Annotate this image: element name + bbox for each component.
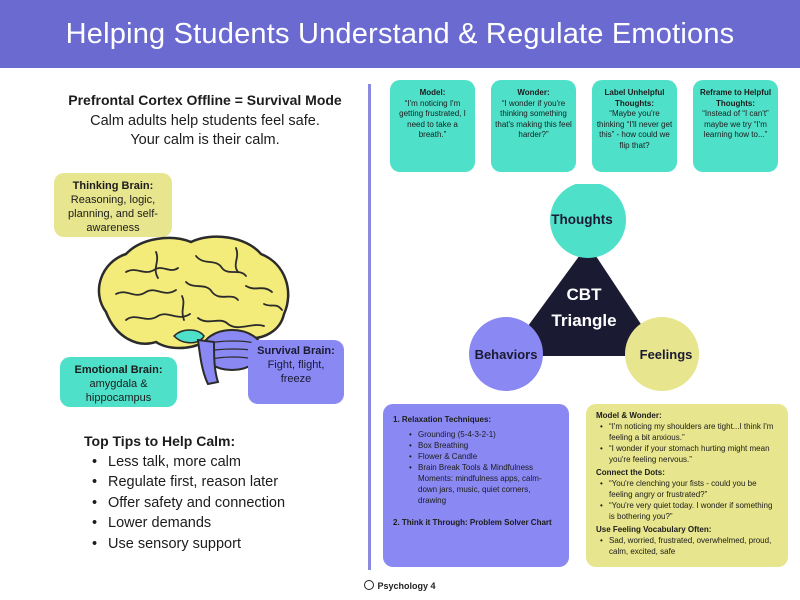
think-it-through-title: 2. Think it Through: Problem Solver Char… [393, 518, 552, 527]
behaviors-label: Behaviors [475, 347, 538, 362]
relaxation-item: Box Breathing [409, 440, 559, 451]
relaxation-list: Grounding (5-4-3-2-1) Box Breathing Flow… [409, 429, 559, 506]
feeling-vocab-list: Sad, worried, frustrated, overwhelmed, p… [600, 535, 778, 557]
model-wonder-list: “I'm noticing my shoulders are tight...I… [600, 421, 778, 465]
brainstem-icon [196, 338, 220, 386]
page-title: Helping Students Understand & Regulate E… [65, 18, 735, 50]
model-wonder-title: Model & Wonder: [596, 411, 662, 420]
brand-logo-icon [364, 580, 375, 590]
card-label-title: Label Unhelpful Thoughts: [604, 88, 665, 108]
emotional-brain-title: Emotional Brain: [74, 364, 163, 376]
tips-title: Top Tips to Help Calm: [84, 433, 236, 449]
model-wonder-item: “I'm noticing my shoulders are tight...I… [600, 421, 778, 443]
model-wonder-item: “I wonder if your stomach hurting might … [600, 443, 778, 465]
footer: Psychology 4 [0, 580, 800, 591]
cerebrum-icon [97, 235, 290, 350]
relaxation-item: Flower & Candle [409, 451, 559, 462]
tip-item: Less talk, more calm [92, 452, 285, 473]
survival-brain-body: Fight, flight, freeze [267, 359, 325, 385]
relaxation-panel: 1. Relaxation Techniques: Grounding (5-4… [383, 404, 569, 567]
limbic-icon [172, 329, 205, 344]
feelings-label: Feelings [640, 347, 693, 362]
card-reframe: Reframe to Helpful Thoughts: “Instead of… [693, 80, 778, 172]
cbt-center-line2: Triangle [551, 311, 616, 330]
card-wonder-body: “I wonder if you're thinking something t… [495, 98, 572, 140]
connect-dots-item: “You're very quiet today. I wonder if so… [600, 500, 778, 522]
thinking-brain-title: Thinking Brain: [72, 180, 154, 192]
footer-brand: Psychology 4 [377, 581, 436, 591]
header-banner: Helping Students Understand & Regulate E… [0, 0, 800, 68]
vertical-divider [368, 84, 371, 570]
left-heading-block: Prefrontal Cortex Offline = Survival Mod… [40, 92, 370, 150]
tips-list: Less talk, more calm Regulate first, rea… [92, 452, 285, 554]
survival-brain-title: Survival Brain: [257, 345, 335, 357]
card-label-unhelpful: Label Unhelpful Thoughts: “Maybe you're … [592, 80, 677, 172]
card-model-body: “I'm noticing I'm getting frustrated, I … [399, 98, 466, 140]
card-reframe-title: Reframe to Helpful Thoughts: [699, 88, 772, 108]
card-label-body: “Maybe you're thinking “I'll never get t… [596, 109, 673, 150]
survival-brain-box: Survival Brain: Fight, flight, freeze [248, 340, 344, 404]
connect-dots-title: Connect the Dots: [596, 468, 665, 477]
tip-item: Offer safety and connection [92, 493, 285, 514]
feeling-vocab-item: Sad, worried, frustrated, overwhelmed, p… [600, 535, 778, 557]
card-model: Model: “I'm noticing I'm getting frustra… [390, 80, 475, 172]
tip-item: Lower demands [92, 513, 285, 534]
card-model-title: Model: [419, 88, 446, 97]
thoughts-label: Thoughts [551, 212, 612, 227]
model-wonder-panel: Model & Wonder: “I'm noticing my shoulde… [586, 404, 788, 567]
feeling-vocab-title: Use Feeling Vocabulary Often: [596, 525, 712, 534]
cbt-center-line1: CBT [567, 285, 603, 304]
tip-item: Use sensory support [92, 534, 285, 555]
relaxation-title: 1. Relaxation Techniques: [393, 415, 492, 424]
relaxation-item: Brain Break Tools & Mindfulness Moments:… [409, 462, 559, 506]
tip-item: Regulate first, reason later [92, 472, 285, 493]
card-wonder: Wonder: “I wonder if you're thinking som… [491, 80, 576, 172]
thoughts-circle [550, 184, 626, 258]
behaviors-circle [469, 317, 543, 391]
connect-dots-list: “You're clenching your fists - could you… [600, 478, 778, 522]
relaxation-item: Grounding (5-4-3-2-1) [409, 429, 559, 440]
card-wonder-title: Wonder: [517, 88, 550, 97]
brain-illustration [97, 235, 290, 386]
thinking-brain-box: Thinking Brain: Reasoning, logic, planni… [54, 173, 172, 237]
feelings-circle [625, 317, 699, 391]
prefrontal-heading: Prefrontal Cortex Offline = Survival Mod… [68, 92, 342, 108]
triangle-shape [506, 244, 662, 356]
calm-adults-line: Calm adults help students feel safe. [90, 113, 320, 129]
card-reframe-body: “Instead of “I can't” maybe we try “I'm … [702, 109, 769, 139]
emotional-brain-box: Emotional Brain: amygdala & hippocampus [60, 357, 177, 407]
thinking-brain-body: Reasoning, logic, planning, and self-awa… [68, 194, 158, 234]
cbt-triangle-diagram: CBT Triangle Thoughts Behaviors Feelings [469, 184, 699, 391]
your-calm-line: Your calm is their calm. [130, 132, 280, 148]
connect-dots-item: “You're clenching your fists - could you… [600, 478, 778, 500]
emotional-brain-body: amygdala & hippocampus [85, 378, 152, 404]
